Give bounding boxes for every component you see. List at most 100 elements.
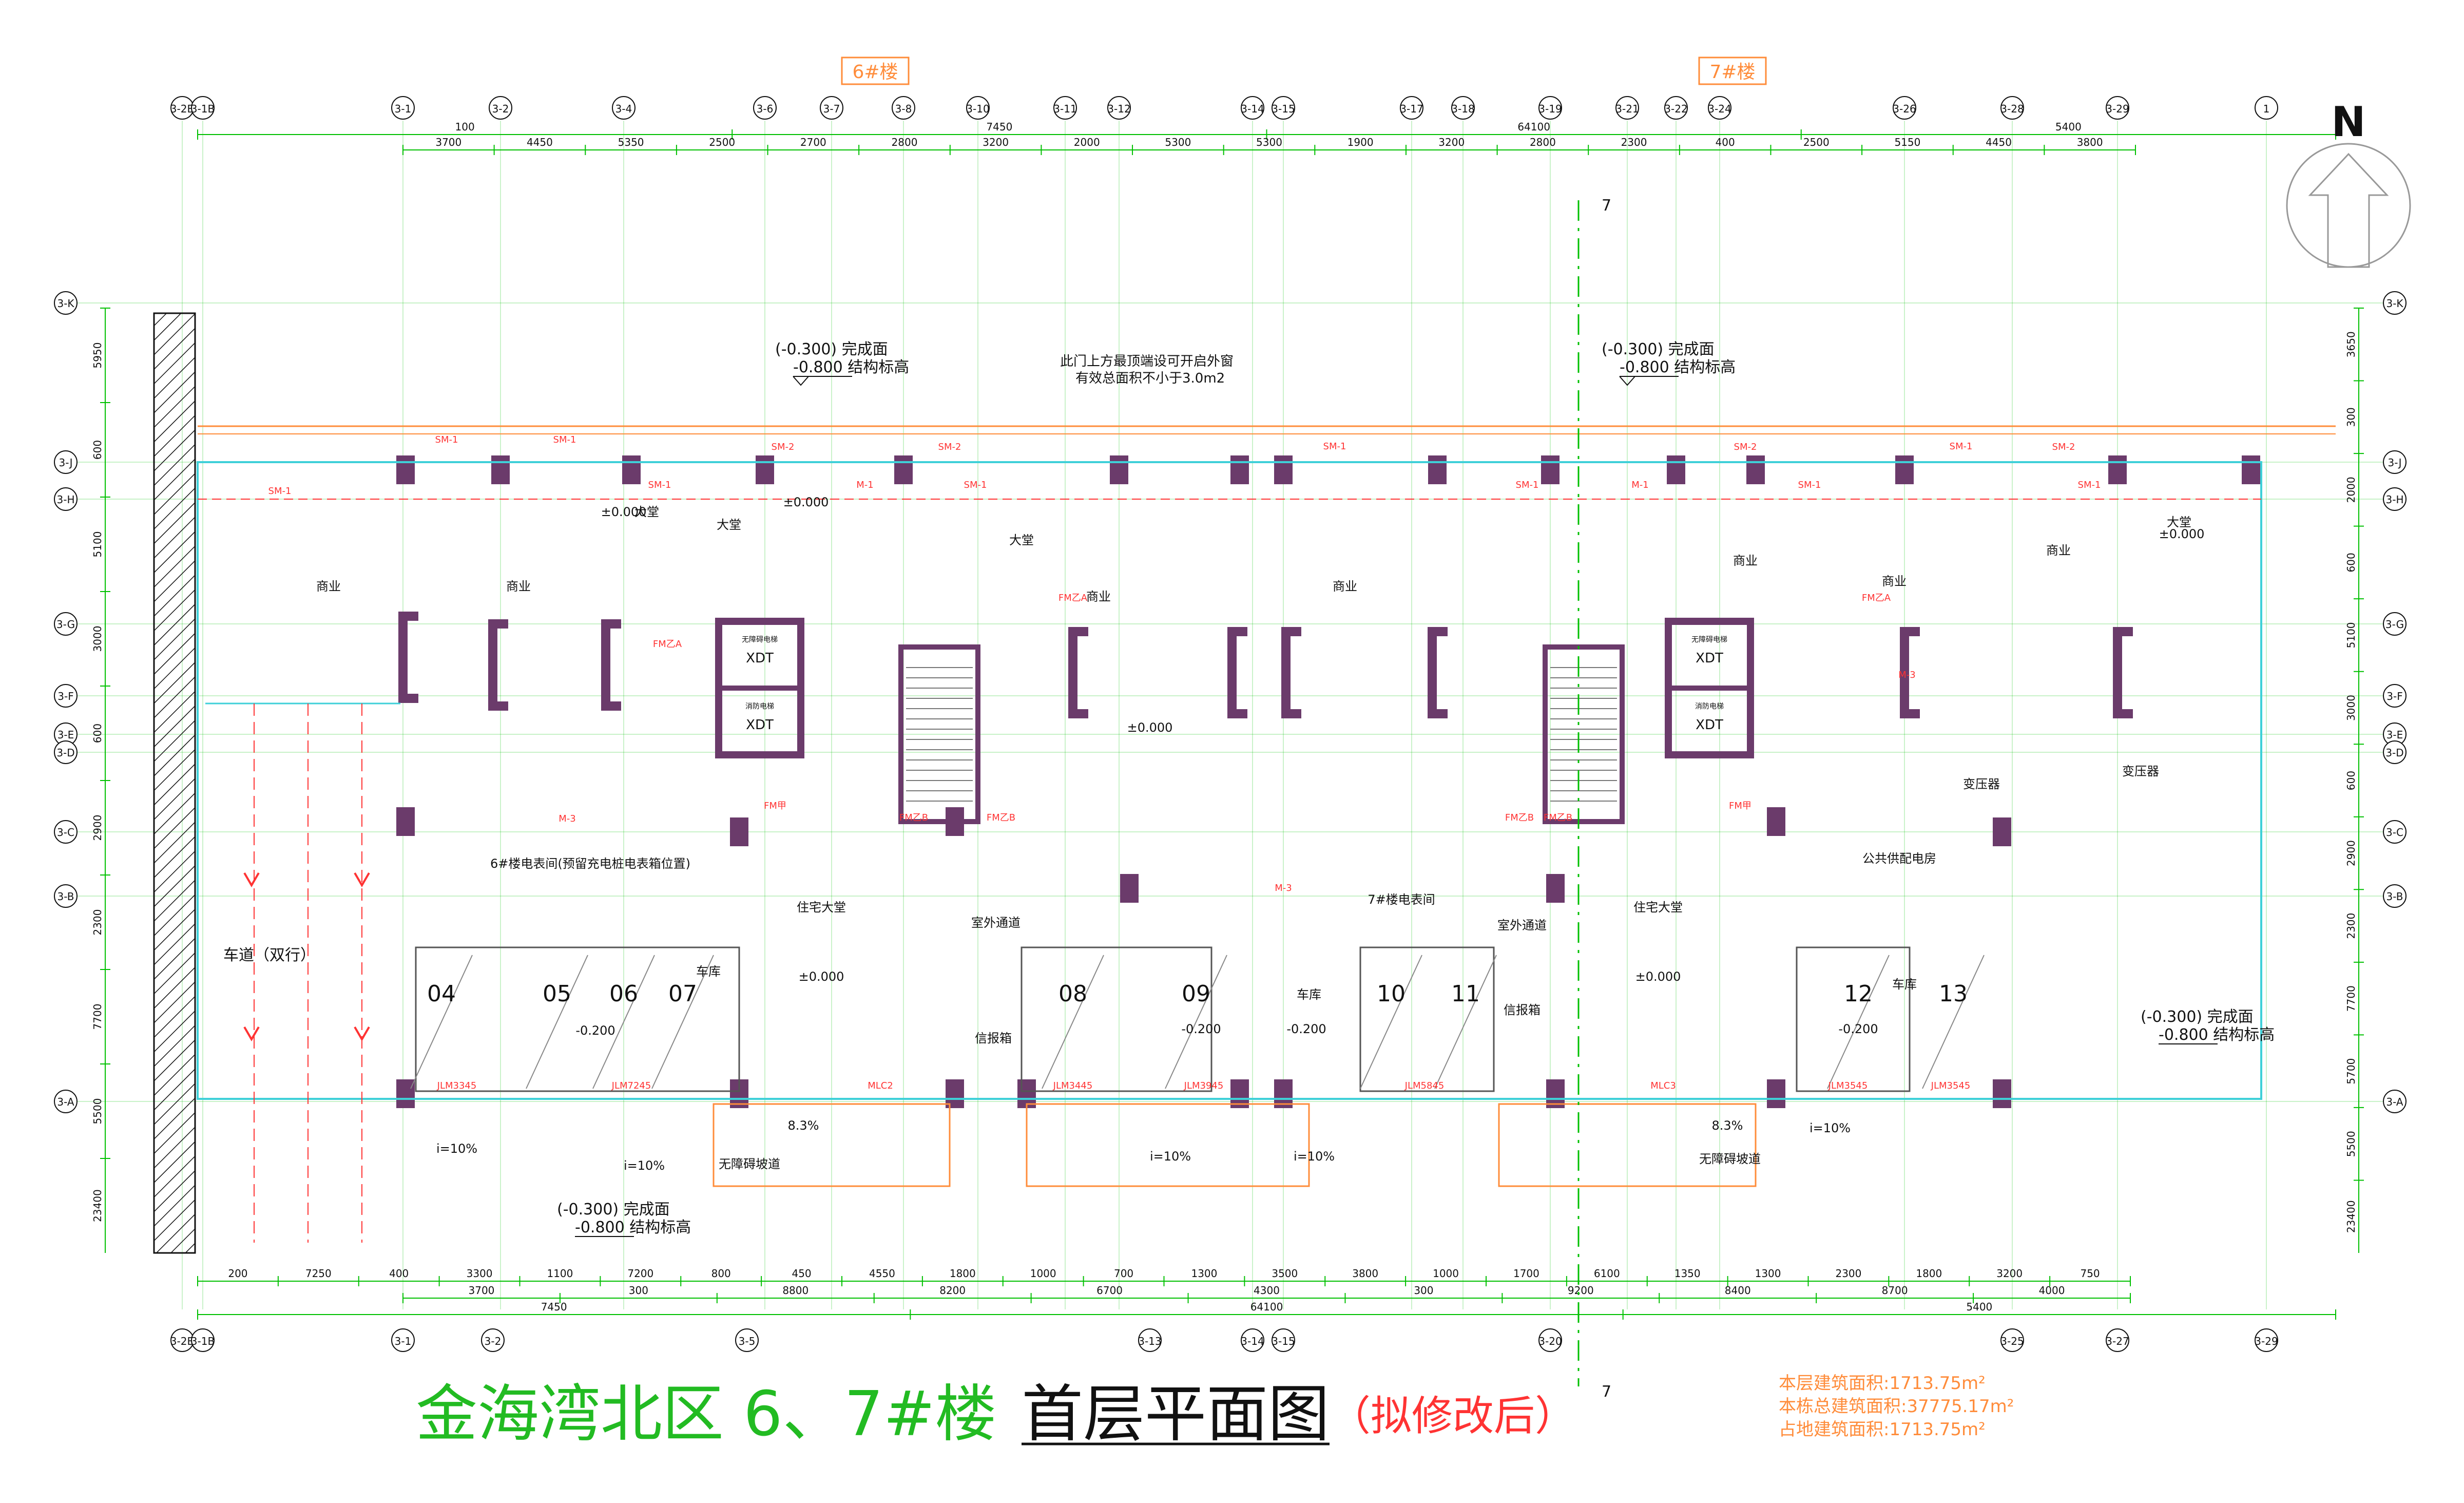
room-label: i=10%	[624, 1158, 665, 1173]
grid-bubble-top-label: 3-1	[395, 103, 412, 115]
grid-bubble-top-label: 3-21	[1615, 103, 1639, 115]
column	[1110, 455, 1128, 484]
grid-bubble-right	[2383, 1090, 2407, 1113]
elevation-note-left: (-0.300) 完成面 -0.800 结构标高	[775, 340, 909, 386]
grid-bubble-top-label: 3-28	[2000, 103, 2024, 115]
garage-bay	[415, 946, 740, 1092]
fire-elevator-label: 消防电梯	[745, 702, 774, 711]
grid-bubble-left-label: 3-H	[57, 493, 75, 506]
driveway-arrow	[243, 1026, 260, 1041]
grid-bubble-left-label: 3-B	[57, 890, 74, 903]
dim-bottom-2-label: 4300	[1254, 1284, 1280, 1297]
dim-top-1-label: 100	[455, 121, 475, 133]
drawing-subtitle: 首层平面图	[1022, 1379, 1330, 1450]
room-label: 商业	[506, 579, 531, 594]
grid-bubble-top	[1615, 96, 1639, 120]
ramp-outline	[713, 1103, 951, 1187]
door-window-tag: SM-1	[1798, 480, 1821, 490]
door-note-line-1: 此门上方最顶端设可开启外窗	[1060, 354, 1234, 369]
room-label: -0.200	[1181, 1022, 1221, 1036]
grid-bubble-left	[54, 820, 78, 844]
building-7-tag: 7#楼	[1709, 62, 1755, 83]
column	[1993, 1079, 2011, 1108]
dim-bottom-2-label: 6700	[1096, 1284, 1123, 1297]
room-label: 商业	[1733, 554, 1758, 568]
grid-bubble-right	[2383, 450, 2407, 474]
wall-segment	[2113, 627, 2133, 718]
dim-bottom-1-label: 7250	[305, 1267, 332, 1280]
grid-bubble-left	[54, 450, 78, 474]
garage-door-swing	[592, 955, 655, 1089]
grid-bubble-top-label: 3-12	[1107, 103, 1130, 115]
door-window-tag: MLC2	[868, 1080, 893, 1091]
wall-segment	[1068, 627, 1088, 718]
dim-top-2-label: 3700	[435, 136, 461, 148]
garage-number: 06	[609, 981, 638, 1007]
garage-bay	[1021, 946, 1212, 1092]
room-label: i=10%	[1294, 1149, 1335, 1164]
grid-bubble-top	[892, 96, 915, 120]
column	[2108, 455, 2127, 484]
dim-top-2-label: 4450	[527, 136, 553, 148]
door-window-tag: SM-2	[1734, 442, 1757, 452]
garage-door-swing	[1360, 955, 1422, 1089]
grid-bubble-top-label: 3-10	[966, 103, 989, 115]
grid-bubble-top-label: 3-2B	[170, 103, 194, 115]
dim-bottom-2-label: 8400	[1725, 1284, 1751, 1297]
dim-top-2-label: 2800	[892, 136, 918, 148]
dim-top-2-label: 2500	[1803, 136, 1830, 148]
grid-bubble-top	[1107, 96, 1131, 120]
grid-bubble-top	[489, 96, 512, 120]
door-window-tag: FM乙A	[1862, 593, 1891, 603]
room-label: 变压器	[2122, 764, 2159, 778]
room-label: 8.3%	[1712, 1118, 1743, 1133]
dim-bottom-1-label: 800	[711, 1267, 731, 1280]
grid-bubble-top-label: 3-7	[823, 103, 840, 115]
grid-bubble-top	[391, 96, 415, 120]
column	[1767, 807, 1785, 836]
dim-top-2-label: 3200	[983, 136, 1009, 148]
garage-door-swing	[410, 955, 473, 1089]
door-window-tag: JLM3445	[1053, 1080, 1093, 1091]
grid-bubble-right-label: 3-C	[2386, 826, 2403, 839]
dim-bottom-1-label: 1350	[1674, 1267, 1701, 1280]
stair-core	[898, 644, 980, 824]
column	[730, 817, 748, 846]
dim-bottom-2-label: 8800	[782, 1284, 808, 1297]
grid-bubble-bottom-label: 3-13	[1138, 1335, 1161, 1347]
grid-bubble-bottom-label: 3-2B	[170, 1335, 194, 1347]
door-window-tag: SM-2	[772, 442, 795, 452]
room-label: -0.200	[1286, 1022, 1326, 1036]
grid-bubble-right-label: 3-A	[2386, 1096, 2403, 1108]
drawing-note: （拟修改后）	[1330, 1392, 1576, 1440]
door-window-tag: M-1	[856, 480, 873, 490]
grid-bubble-right-label: 3-B	[2386, 890, 2403, 903]
room-label: 大堂	[634, 505, 659, 519]
dim-bottom-2-label: 9200	[1568, 1284, 1594, 1297]
dim-bottom-1-label: 1800	[950, 1267, 976, 1280]
grid-bubble-bottom-label: 3-2	[485, 1335, 502, 1347]
dim-bottom-1-label: 400	[389, 1267, 409, 1280]
ramp-outline	[1498, 1103, 1757, 1187]
door-window-tag: SM-1	[553, 434, 576, 445]
door-window-tag: JLM3345	[437, 1080, 477, 1091]
grid-bubble-top	[753, 96, 777, 120]
dim-bottom-1-label: 1700	[1513, 1267, 1539, 1280]
door-window-tag: SM-1	[435, 434, 458, 445]
dim-top-2-label: 3200	[1438, 136, 1465, 148]
north-label: N	[2332, 98, 2366, 146]
column	[396, 1079, 415, 1108]
wall-segment	[1227, 627, 1247, 718]
grid-bubble-bottom	[191, 1328, 215, 1352]
dim-right-label: 3000	[2345, 695, 2357, 721]
dim-bottom-1-label: 200	[228, 1267, 247, 1280]
grid-bubble-right-label: 3-G	[2385, 618, 2404, 631]
elevation-note-bottom-left: (-0.300) 完成面 -0.800 结构标高	[557, 1201, 691, 1237]
dim-left-label: 2300	[91, 909, 104, 936]
retaining-wall	[153, 312, 196, 1254]
column	[491, 455, 510, 484]
garage-number: 13	[1939, 981, 1968, 1007]
dim-bottom-1-label: 3200	[1996, 1267, 2023, 1280]
grid-bubble-left	[54, 884, 78, 908]
door-window-tag: JLM3545	[1931, 1080, 1971, 1091]
